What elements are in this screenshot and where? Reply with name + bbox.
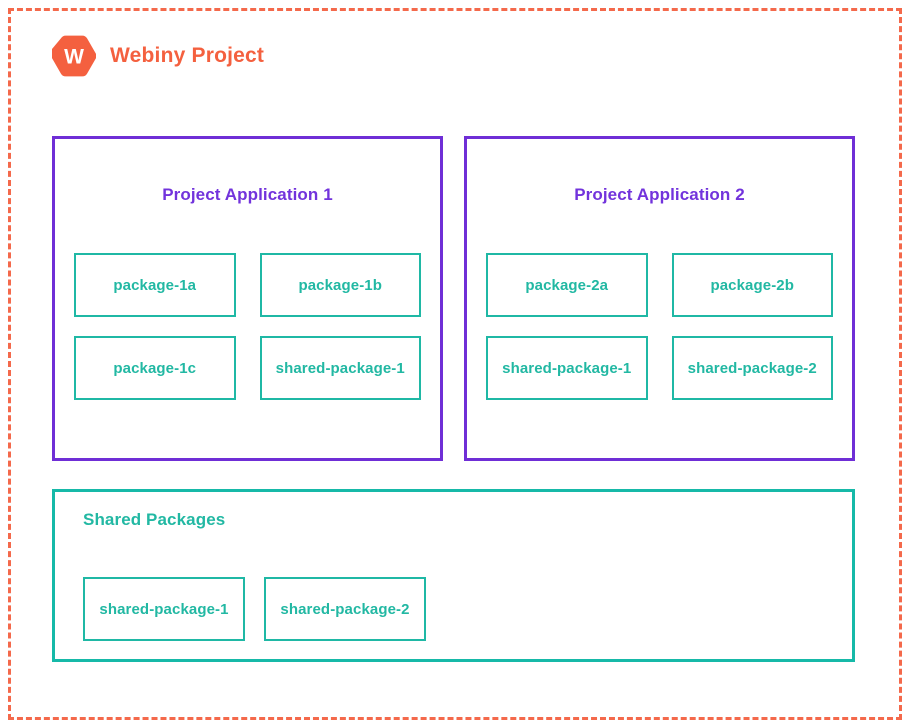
package-box[interactable]: package-2a — [486, 253, 648, 317]
project-application-card-2: Project Application 2 package-2a package… — [464, 136, 855, 461]
webiny-hexagon-logo-icon: W — [52, 35, 96, 77]
package-box[interactable]: shared-package-2 — [264, 577, 426, 641]
shared-packages-title: Shared Packages — [83, 510, 226, 529]
project-application-card-1: Project Application 1 package-1a package… — [52, 136, 443, 461]
package-box[interactable]: shared-package-1 — [83, 577, 245, 641]
package-grid-app-2: package-2a package-2b shared-package-1 s… — [486, 253, 833, 400]
package-box[interactable]: shared-package-1 — [259, 336, 421, 400]
package-box[interactable]: package-1a — [74, 253, 236, 317]
shared-packages-grid: shared-package-1 shared-package-2 — [83, 577, 426, 641]
package-box[interactable]: shared-package-1 — [486, 336, 648, 400]
package-grid-app-1: package-1a package-1b package-1c shared-… — [74, 253, 421, 400]
package-box[interactable]: package-1b — [259, 253, 421, 317]
project-application-title-2: Project Application 2 — [574, 185, 745, 204]
package-box[interactable]: package-1c — [74, 336, 236, 400]
brand-header: W Webiny Project — [52, 32, 264, 80]
package-box[interactable]: shared-package-2 — [671, 336, 833, 400]
shared-packages-card: Shared Packages shared-package-1 shared-… — [52, 489, 855, 662]
svg-text:W: W — [64, 46, 84, 69]
package-box[interactable]: package-2b — [671, 253, 833, 317]
project-application-title-1: Project Application 1 — [162, 185, 333, 204]
project-boundary — [8, 8, 902, 720]
page-title: Webiny Project — [110, 44, 265, 67]
